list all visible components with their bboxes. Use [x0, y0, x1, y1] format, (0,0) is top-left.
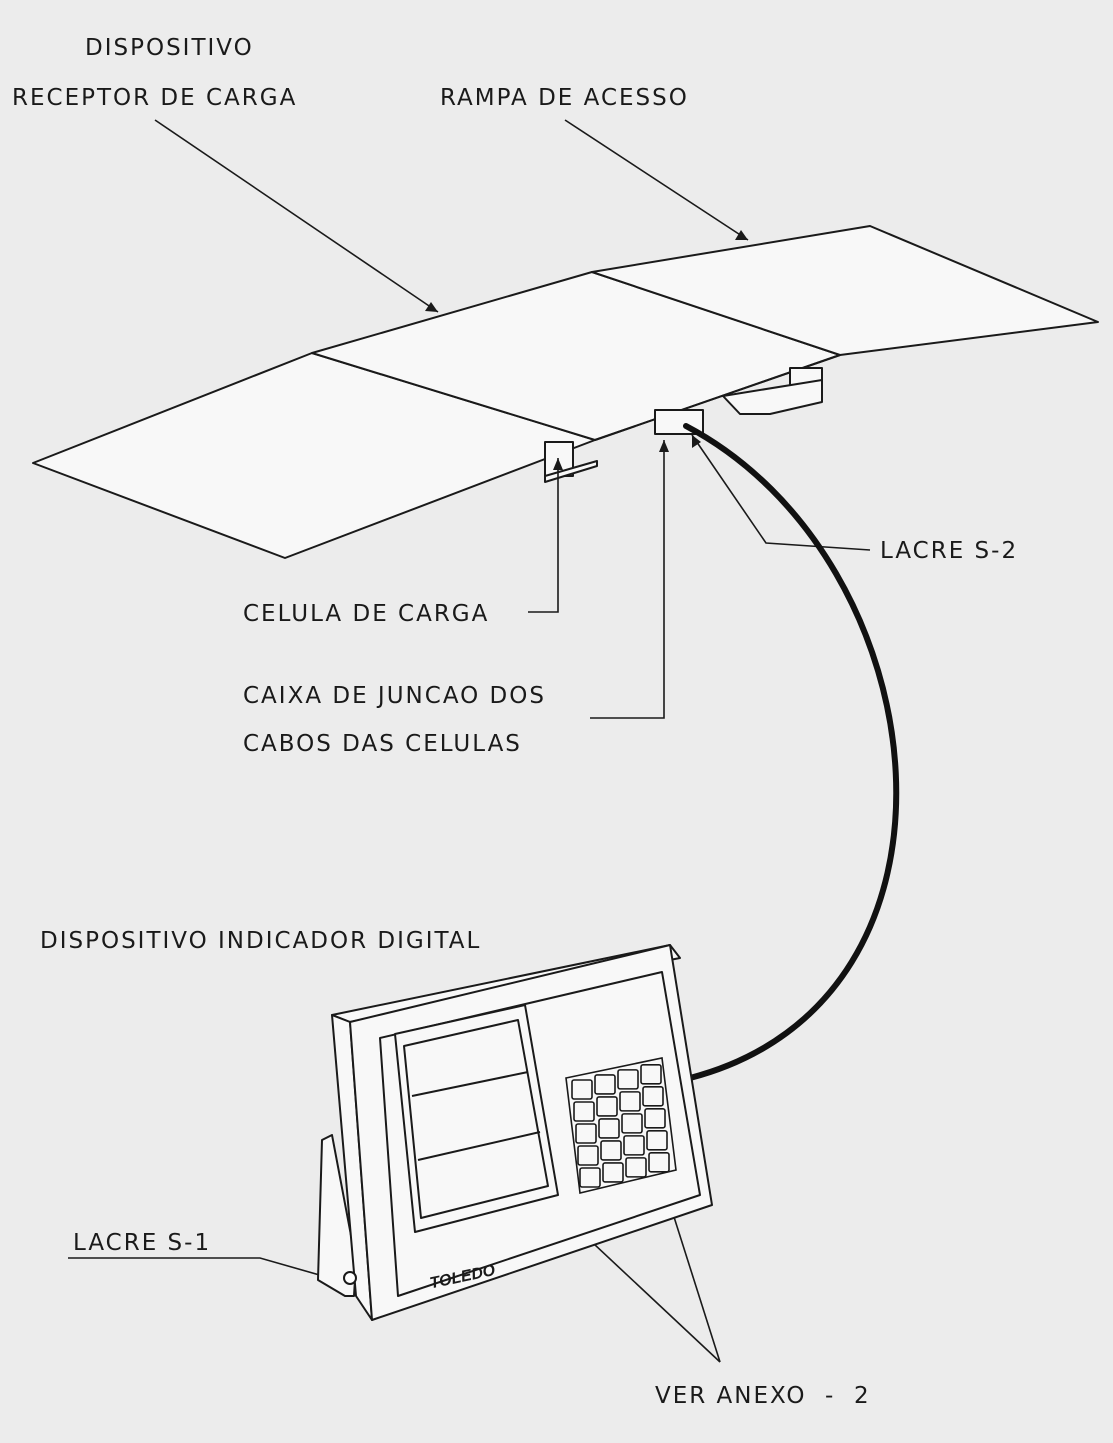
leader-lacre-s1	[68, 1257, 345, 1283]
keypad-key	[573, 1101, 595, 1122]
keypad-key	[642, 1086, 664, 1107]
label-ver-anexo: VER ANEXO - 2	[655, 1383, 871, 1409]
keypad-frame	[565, 1057, 677, 1194]
display-screen	[403, 1019, 549, 1219]
seal-s1-icon	[343, 1271, 357, 1285]
keypad-key	[598, 1118, 620, 1139]
keypad-key	[617, 1069, 639, 1090]
label-lacre-s1: LACRE S-1	[73, 1230, 212, 1256]
right-foot-plate	[722, 379, 823, 415]
label-dispositivo-indicador-digital: DISPOSITIVO INDICADOR DIGITAL	[40, 928, 482, 954]
keypad-key	[621, 1113, 643, 1134]
label-lacre-s2: LACRE S-2	[880, 538, 1019, 564]
leader-celula	[528, 458, 559, 613]
keypad	[565, 1057, 677, 1194]
label-dispositivo: DISPOSITIVO	[85, 35, 254, 61]
keypad-key	[571, 1079, 593, 1100]
label-receptor-de-carga: RECEPTOR DE CARGA	[12, 85, 298, 111]
keypad-key	[579, 1167, 601, 1188]
indicator-stand	[317, 1134, 357, 1297]
keypad-key	[625, 1157, 647, 1178]
leader-receptor	[154, 119, 439, 313]
label-rampa-de-acesso: RAMPA DE ACESSO	[440, 85, 689, 111]
keypad-key	[575, 1123, 597, 1144]
label-caixa-juncao-line2: CABOS DAS CELULAS	[243, 731, 522, 757]
label-celula-de-carga: CELULA DE CARGA	[243, 601, 490, 627]
keypad-key	[600, 1140, 622, 1161]
keypad-key	[602, 1162, 624, 1183]
right-access-ramp	[591, 225, 1099, 356]
digital-indicator	[317, 944, 713, 1321]
leader-caixa	[590, 440, 665, 719]
keypad-key	[577, 1145, 599, 1166]
keypad-key	[644, 1108, 666, 1129]
keypad-key	[619, 1091, 641, 1112]
keypad-key	[646, 1130, 668, 1151]
leader-lacre-s2	[691, 434, 871, 551]
keypad-key	[594, 1074, 616, 1095]
label-caixa-juncao-line1: CAIXA DE JUNCAO DOS	[243, 683, 546, 709]
keypad-key	[623, 1135, 645, 1156]
keypad-key	[648, 1152, 670, 1173]
load-cell-cable	[683, 423, 900, 1081]
keypad-key	[596, 1096, 618, 1117]
leader-rampa	[564, 119, 749, 241]
keypad-key	[640, 1064, 662, 1085]
